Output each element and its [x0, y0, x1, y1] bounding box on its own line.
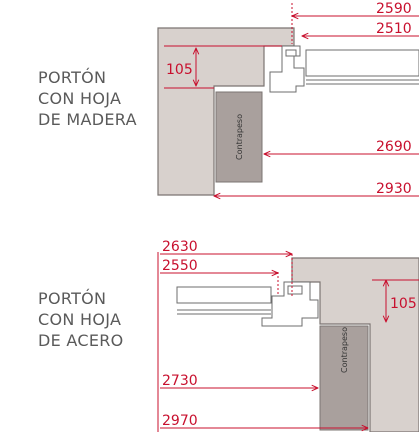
steel-dim-bottom: 2970	[162, 413, 198, 429]
wood-dim-height: 105	[166, 62, 193, 78]
wood-gate-label-line-1: PORTÓN	[38, 68, 107, 87]
steel-gate-leaf	[176, 281, 319, 327]
steel-gate-label-line-1: PORTÓN	[38, 289, 107, 308]
steel-gate-label-line-2: CON HOJA	[38, 310, 122, 329]
wood-gate-section: Contrapeso 2590 2510 105 2690 2930	[157, 1, 419, 197]
steel-dim-counterweight: 2730	[162, 373, 198, 389]
steel-dim-height: 105	[390, 296, 417, 312]
wood-dim-bottom: 2930	[376, 181, 412, 197]
steel-gate-label-line-3: DE ACERO	[38, 331, 124, 350]
wood-gate-leaf	[269, 45, 419, 93]
wood-gate-label-line-2: CON HOJA	[38, 89, 122, 108]
steel-counterweight-label: Contrapeso	[340, 327, 349, 373]
wood-dim-counterweight: 2690	[376, 139, 412, 155]
steel-dim-top-outer: 2630	[162, 239, 198, 255]
wood-counterweight-label: Contrapeso	[235, 114, 244, 160]
steel-dim-top-inner: 2550	[162, 258, 198, 274]
wood-gate-label: PORTÓN CON HOJA DE MADERA	[38, 67, 137, 130]
wood-dim-top-inner: 2510	[376, 21, 412, 37]
steel-gate-section: Contrapeso 2630 2550 105 2730 2970	[157, 239, 419, 432]
wood-dim-top-outer: 2590	[376, 1, 412, 17]
steel-counterweight	[319, 325, 369, 431]
wood-gate-label-line-3: DE MADERA	[38, 110, 137, 129]
wood-wall	[157, 27, 295, 196]
steel-gate-label: PORTÓN CON HOJA DE ACERO	[38, 288, 124, 351]
wood-counterweight	[215, 91, 263, 183]
